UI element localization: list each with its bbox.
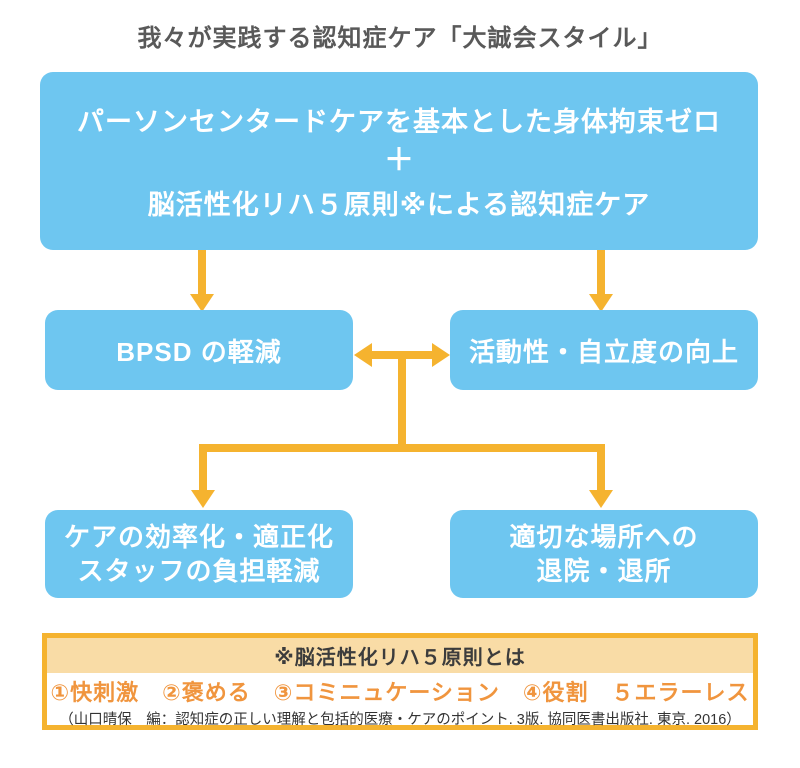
five-principles-note-box: ※脳活性化リハ５原則とは ①快刺激 ②褒める ③コミニュケーション ④役割 ５エ… xyxy=(42,633,758,730)
arrow-to-care-efficiency-shaft xyxy=(199,444,207,492)
discharge-box: 適切な場所への 退院・退所 xyxy=(450,510,758,598)
discharge-line1: 適切な場所への xyxy=(509,522,699,552)
care-efficiency-line2: スタッフの負担軽減 xyxy=(77,556,321,586)
note-header: ※脳活性化リハ５原則とは xyxy=(47,638,753,673)
arrow-top-to-activity-head-icon xyxy=(589,294,613,312)
arrow-top-to-bpsd-head-icon xyxy=(190,294,214,312)
discharge-line2: 退院・退所 xyxy=(536,556,672,586)
connector-stem xyxy=(398,355,406,452)
activity-independence-label: 活動性・自立度の向上 xyxy=(468,336,739,367)
page-title: 我々が実践する認知症ケア「大誠会スタイル」 xyxy=(137,25,663,52)
activity-independence-box: 活動性・自立度の向上 xyxy=(450,310,758,390)
note-citation: （山口晴保 編：認知症の正しい理解と包括的医療・ケアのポイント. 3版. 協同医… xyxy=(59,712,741,728)
arrow-top-to-activity-shaft xyxy=(597,250,605,294)
arrow-to-discharge-head-icon xyxy=(589,490,613,508)
top-box-line1: パーソンセンタードケアを基本とした身体拘束ゼロ xyxy=(77,107,721,137)
note-principles: ①快刺激 ②褒める ③コミニュケーション ④役割 ５エラーレス xyxy=(50,680,750,705)
arrow-to-discharge-shaft xyxy=(597,444,605,492)
top-box-line2: 脳活性化リハ５原則※による認知症ケア xyxy=(147,190,651,220)
double-arrow-left-head-icon xyxy=(354,343,372,367)
connector-crossbar xyxy=(199,444,605,452)
arrow-to-care-efficiency-head-icon xyxy=(191,490,215,508)
bpsd-reduction-label: BPSD の軽減 xyxy=(116,336,282,367)
double-arrow-right-head-icon xyxy=(432,343,450,367)
care-efficiency-line1: ケアの効率化・適正化 xyxy=(63,522,334,552)
care-efficiency-box: ケアの効率化・適正化 スタッフの負担軽減 xyxy=(45,510,353,598)
plus-sign: ＋ xyxy=(384,144,414,177)
bpsd-reduction-box: BPSD の軽減 xyxy=(45,310,353,390)
arrow-top-to-bpsd-shaft xyxy=(198,250,206,294)
top-summary-box: パーソンセンタードケアを基本とした身体拘束ゼロ ＋ 脳活性化リハ５原則※による認… xyxy=(40,72,758,250)
